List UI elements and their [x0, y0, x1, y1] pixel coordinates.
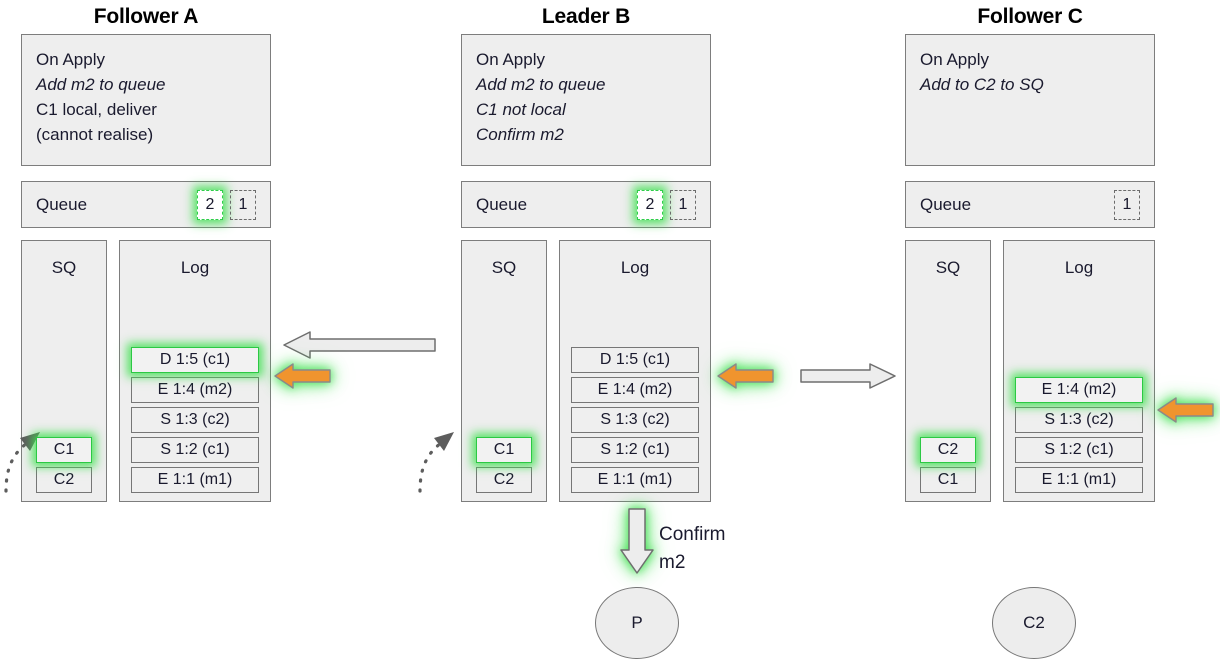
log-stack: D 1:5 (c1) E 1:4 (m2) S 1:3 (c2) S 1:2 (… [120, 347, 270, 493]
node-column-follower-c: Follower C On Apply Add to C2 to SQ Queu… [905, 0, 1155, 502]
log-entry: S 1:2 (c1) [1015, 437, 1143, 463]
log-entry: S 1:3 (c2) [1015, 407, 1143, 433]
arrow-apply-pointer-follower-c [1157, 396, 1214, 424]
queue-panel-follower-c: Queue 1 [905, 181, 1155, 228]
store-panel-follower-a: SQ C1 C2 Log D 1:5 (c1) E 1:4 (m2) S 1:3… [21, 240, 271, 502]
arrow-apply-pointer-follower-a [274, 362, 331, 390]
queue-item: 1 [1114, 189, 1140, 220]
log-header: Log [180, 258, 210, 277]
apply-line: Confirm m2 [476, 125, 564, 144]
store-panel-leader-b: SQ C1 C2 Log D 1:5 (c1) E 1:4 (m2) S 1:3… [461, 240, 711, 502]
sq-entry: C1 [920, 467, 976, 493]
log-entry: E 1:4 (m2) [131, 377, 259, 403]
column-title-follower-c: Follower C [977, 5, 1083, 28]
arrow-replicate-b-to-a [283, 330, 436, 360]
log-entry: D 1:5 (c1) [571, 347, 699, 373]
apply-line: On Apply [920, 50, 989, 69]
queue-item: 2 [197, 189, 223, 220]
node-column-follower-a: Follower A On Apply Add m2 to queue C1 l… [21, 0, 271, 502]
log-entry: E 1:4 (m2) [1015, 377, 1143, 403]
log-entry: D 1:5 (c1) [131, 347, 259, 373]
queue-item: 2 [637, 189, 663, 220]
sq-stack: C1 C2 [22, 437, 106, 493]
queue-item: 1 [230, 189, 256, 220]
sq-entry: C1 [476, 437, 532, 463]
log-entry: E 1:1 (m1) [131, 467, 259, 493]
log-entry: E 1:1 (m1) [1015, 467, 1143, 493]
queue-items: 2 1 [637, 189, 696, 220]
apply-line: Add m2 to queue [476, 75, 606, 94]
sq-entry: C1 [36, 437, 92, 463]
queue-label: Queue [920, 194, 972, 214]
column-title-follower-a: Follower A [93, 5, 199, 28]
client-circle-p: P [595, 587, 679, 659]
log-stack: E 1:4 (m2) S 1:3 (c2) S 1:2 (c1) E 1:1 (… [1004, 377, 1154, 493]
queue-items: 1 [1114, 189, 1140, 220]
log-entry: E 1:4 (m2) [571, 377, 699, 403]
sq-panel-follower-a: SQ C1 C2 [21, 240, 107, 502]
apply-line: On Apply [476, 50, 545, 69]
on-apply-panel-follower-c: On Apply Add to C2 to SQ [905, 34, 1155, 166]
log-entry: S 1:3 (c2) [571, 407, 699, 433]
queue-item: 1 [670, 189, 696, 220]
dotted-arrow-deliver-leader-b [414, 418, 460, 498]
log-header: Log [1064, 258, 1094, 277]
queue-label: Queue [476, 194, 528, 214]
sq-stack: C1 C2 [462, 437, 546, 493]
apply-line: Add m2 to queue [36, 75, 166, 94]
queue-label: Queue [36, 194, 88, 214]
queue-items: 2 1 [197, 189, 256, 220]
log-entry: S 1:2 (c1) [131, 437, 259, 463]
apply-line: C1 local, deliver [36, 100, 157, 119]
log-header: Log [620, 258, 650, 277]
log-entry: E 1:1 (m1) [571, 467, 699, 493]
arrow-apply-pointer-leader-b [717, 362, 774, 390]
queue-panel-leader-b: Queue 2 1 [461, 181, 711, 228]
log-entry: S 1:2 (c1) [571, 437, 699, 463]
on-apply-panel-leader-b: On Apply Add m2 to queue C1 not local Co… [461, 34, 711, 166]
apply-line: (cannot realise) [36, 125, 154, 144]
apply-line: On Apply [36, 50, 105, 69]
store-panel-follower-c: SQ C2 C1 Log E 1:4 (m2) S 1:3 (c2) S 1:2… [905, 240, 1155, 502]
arrow-replicate-b-to-c [800, 362, 896, 390]
sq-panel-follower-c: SQ C2 C1 [905, 240, 991, 502]
column-title-leader-b: Leader B [541, 5, 631, 28]
on-apply-panel-follower-a: On Apply Add m2 to queue C1 local, deliv… [21, 34, 271, 166]
client-circle-c2: C2 [992, 587, 1076, 659]
log-panel-leader-b: Log D 1:5 (c1) E 1:4 (m2) S 1:3 (c2) S 1… [559, 240, 711, 502]
node-column-leader-b: Leader B On Apply Add m2 to queue C1 not… [461, 0, 711, 502]
sq-header: SQ [491, 258, 517, 277]
dotted-arrow-deliver-follower-a [0, 418, 44, 498]
apply-line: C1 not local [476, 100, 566, 119]
log-panel-follower-c: Log E 1:4 (m2) S 1:3 (c2) S 1:2 (c1) E 1… [1003, 240, 1155, 502]
confirm-m2-label: Confirm m2 [659, 524, 726, 573]
sq-header: SQ [51, 258, 77, 277]
sq-entry: C2 [476, 467, 532, 493]
log-entry: S 1:3 (c2) [131, 407, 259, 433]
sq-stack: C2 C1 [906, 437, 990, 493]
sq-entry: C2 [920, 437, 976, 463]
sq-panel-leader-b: SQ C1 C2 [461, 240, 547, 502]
apply-line: Add to C2 to SQ [920, 75, 1044, 94]
queue-panel-follower-a: Queue 2 1 [21, 181, 271, 228]
log-stack: D 1:5 (c1) E 1:4 (m2) S 1:3 (c2) S 1:2 (… [560, 347, 710, 493]
sq-header: SQ [935, 258, 961, 277]
arrow-confirm-m2-down [617, 508, 657, 574]
sq-entry: C2 [36, 467, 92, 493]
log-panel-follower-a: Log D 1:5 (c1) E 1:4 (m2) S 1:3 (c2) S 1… [119, 240, 271, 502]
